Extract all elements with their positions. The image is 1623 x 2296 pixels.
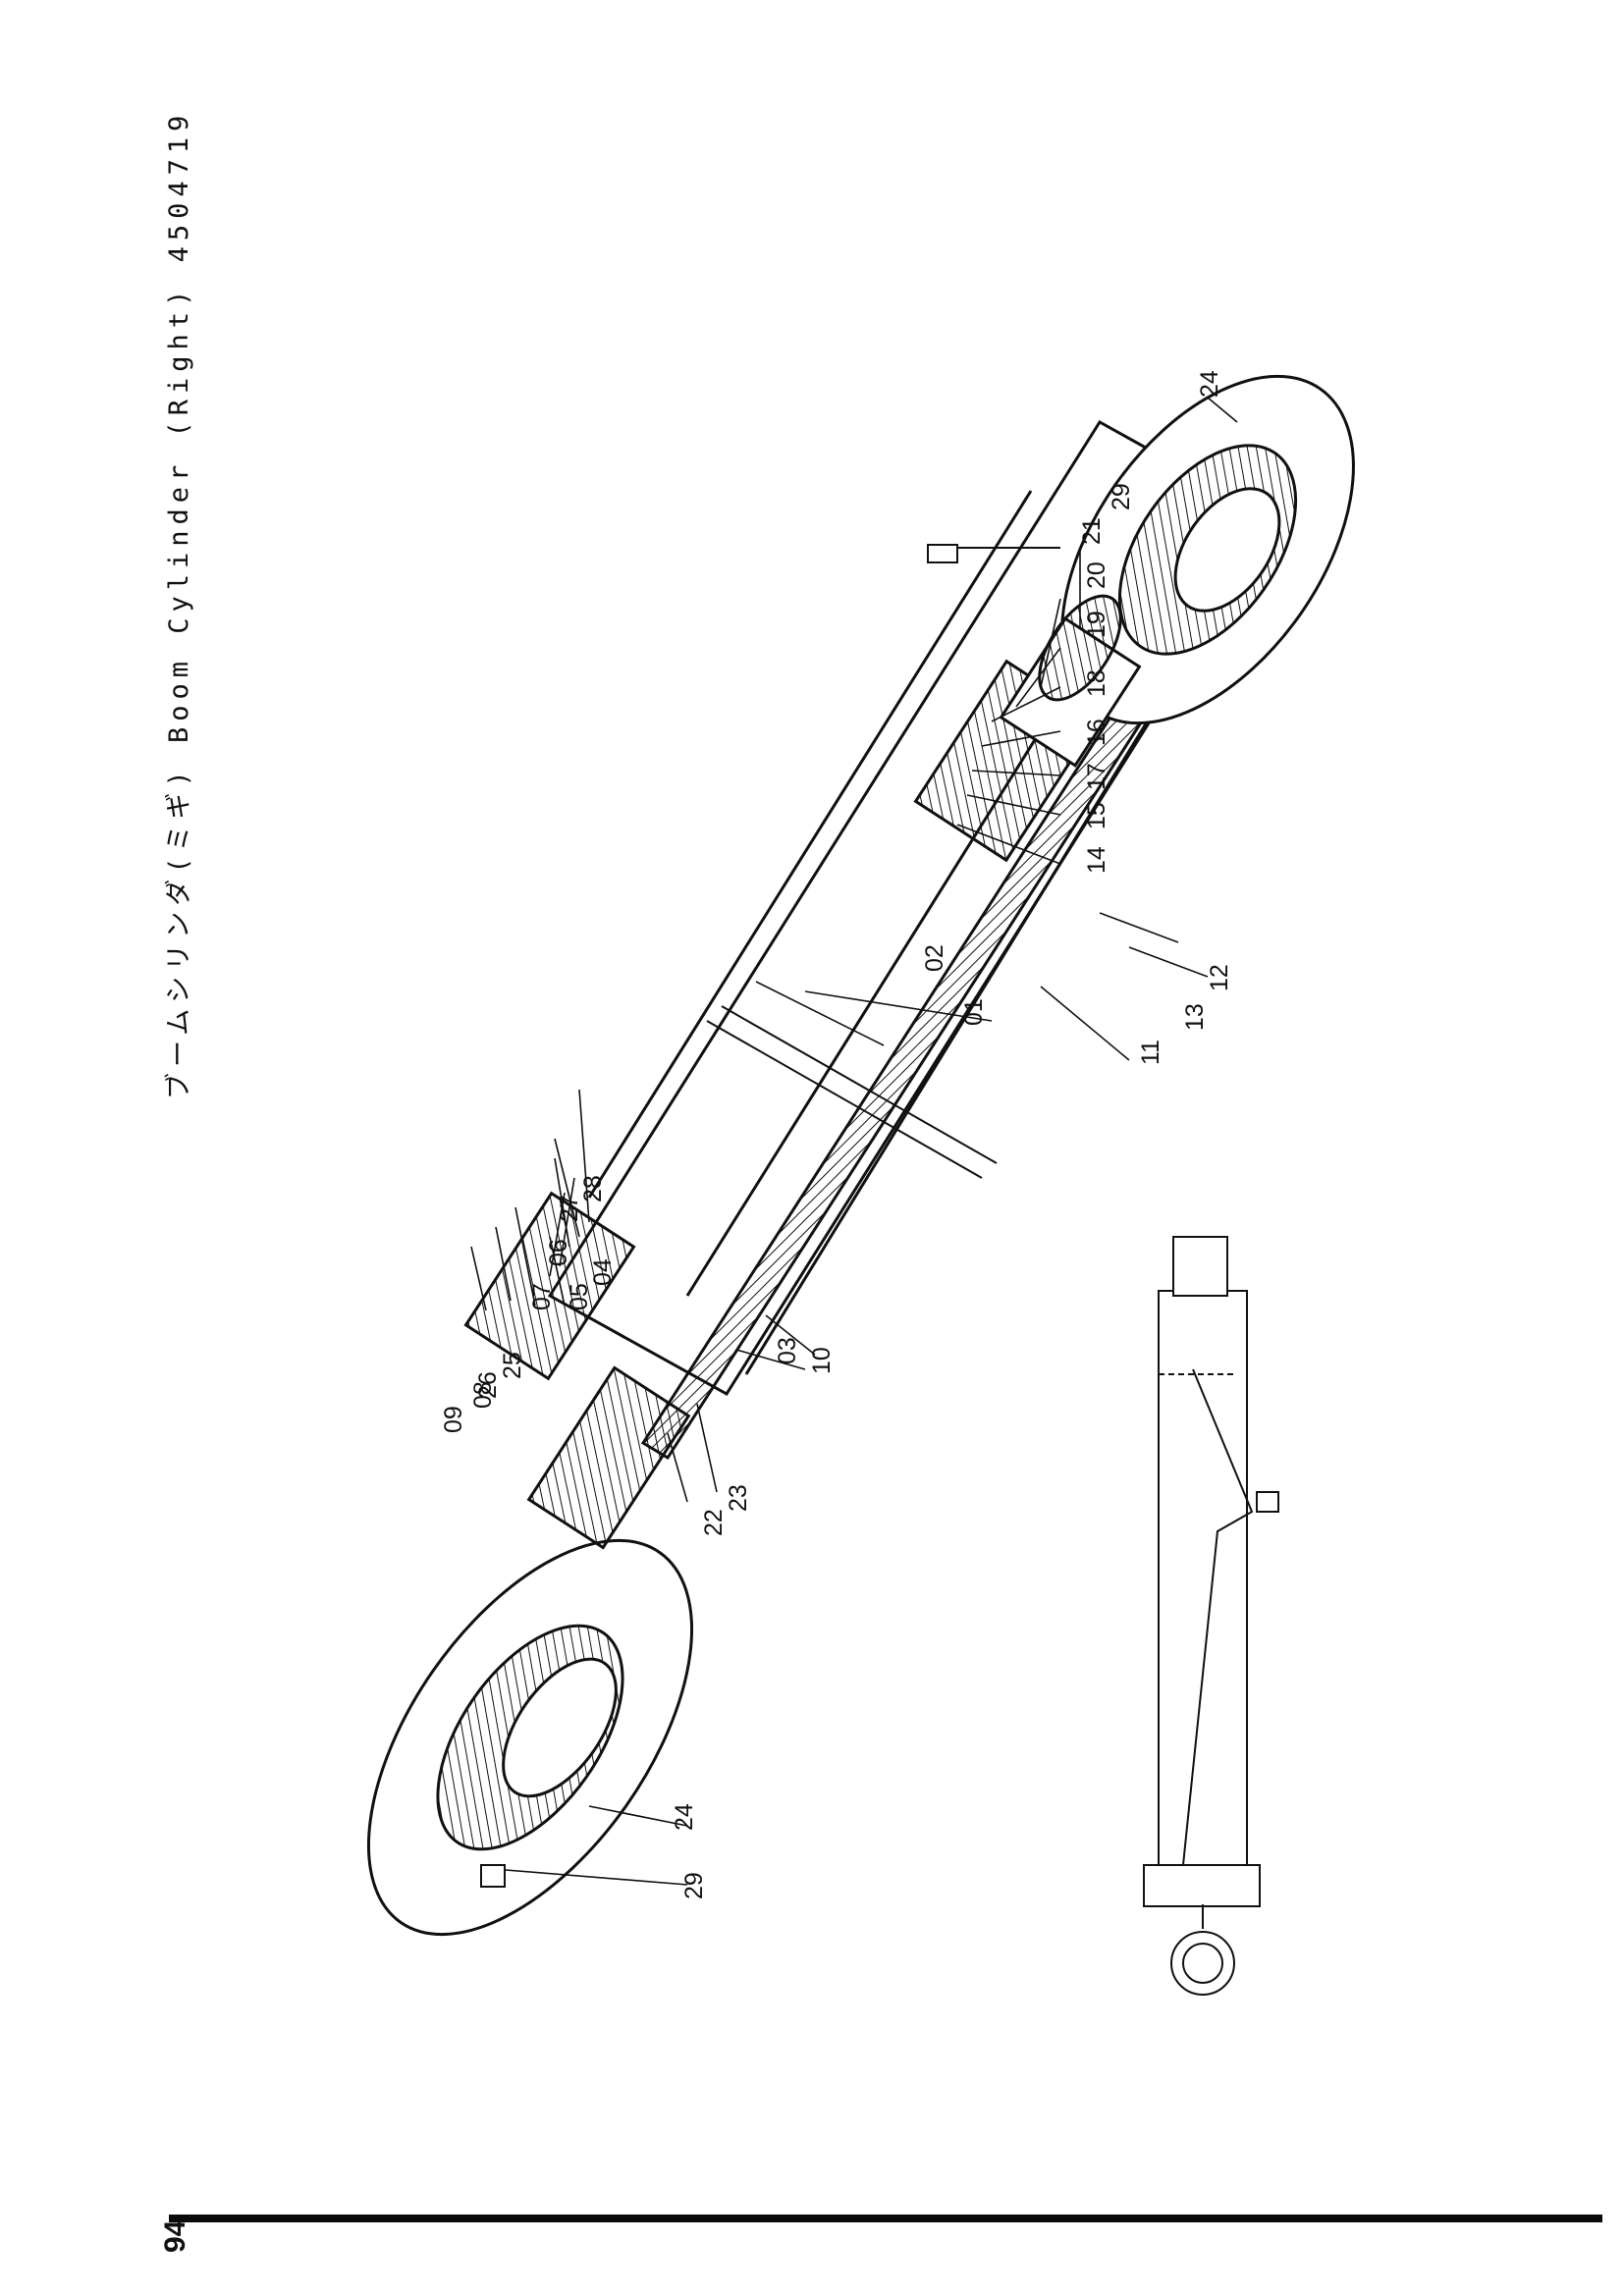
callout-labels: 01 02 03 04 05 06 07 08 09 10 11 12 13 1… (440, 370, 1233, 1899)
leader-lines (470, 397, 1238, 1886)
callout-20: 20 (1083, 561, 1110, 589)
piston-assembly (913, 594, 1142, 863)
callout-16: 16 (1083, 719, 1110, 746)
grease-fitting-bottom (480, 1864, 506, 1888)
callout-17: 17 (1083, 763, 1110, 790)
rod-end-eye (366, 1538, 694, 1937)
callout-07: 07 (528, 1283, 556, 1310)
callout-22: 22 (700, 1509, 728, 1536)
callout-04: 04 (589, 1258, 617, 1286)
callout-19: 19 (1083, 611, 1110, 638)
callout-25: 25 (499, 1352, 526, 1379)
callout-12: 12 (1206, 964, 1233, 991)
callout-10: 10 (808, 1347, 836, 1374)
callout-24-bottom: 24 (671, 1803, 698, 1831)
page-number: 94 (159, 2219, 191, 2253)
callout-15: 15 (1083, 802, 1110, 829)
callout-27: 27 (556, 1195, 583, 1222)
callout-28: 28 (579, 1175, 607, 1202)
head-end-clevis (1060, 374, 1355, 725)
callout-02: 02 (921, 944, 948, 972)
callout-09: 09 (440, 1406, 467, 1433)
callout-05: 05 (566, 1283, 593, 1310)
callout-24-top: 24 (1196, 370, 1223, 398)
overview-sketch (1143, 1236, 1279, 1996)
callout-18: 18 (1083, 669, 1110, 697)
callout-23: 23 (725, 1484, 752, 1512)
callout-03: 03 (774, 1337, 801, 1364)
gland-assembly (463, 1191, 691, 1550)
callout-21: 21 (1078, 517, 1106, 545)
callout-13: 13 (1181, 1003, 1209, 1031)
callout-29-bottom: 29 (680, 1872, 708, 1899)
grease-fitting-top (927, 544, 1060, 563)
callout-01: 01 (960, 998, 988, 1026)
callout-29-top: 29 (1108, 483, 1135, 510)
callout-08: 08 (469, 1381, 497, 1409)
callout-26: 26 (474, 1371, 502, 1399)
callout-11: 11 (1137, 1040, 1164, 1065)
footer-rule (169, 2215, 1602, 2222)
callout-14: 14 (1083, 846, 1110, 874)
callout-06: 06 (545, 1239, 572, 1266)
